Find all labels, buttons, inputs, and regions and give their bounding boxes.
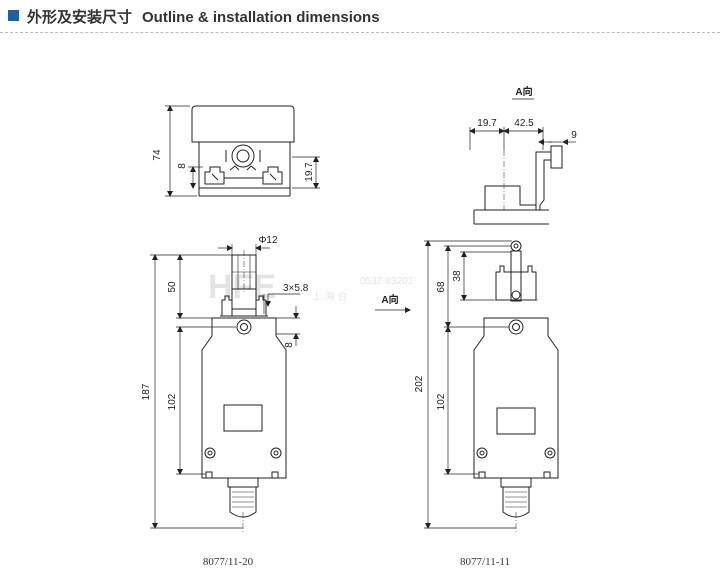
view-a-label: A向 [515,85,532,98]
watermark-company: 上 海 合 [312,290,348,303]
left-dim-8: 8 [284,342,295,348]
left-foot-l [205,471,213,479]
view-a-dim-19-7: 19.7 [477,118,497,129]
left-foot-r [271,471,279,479]
right-screw-bl [476,447,488,459]
title-en: Outline & installation dimensions [142,9,380,26]
top-view-notch-left [229,165,240,171]
top-dim-74: 74 [152,149,163,161]
title-cn: 外形及安装尺寸 [27,9,133,26]
top-view-right-clamp [262,166,283,185]
view-a-dim-42-5: 42.5 [514,118,534,129]
view-a-roller [550,145,563,169]
top-view-hatch-left [211,173,219,181]
watermark: HFE 0532-83201 上 海 合 [208,268,414,306]
right-roller [510,240,522,252]
left-dim-50: 50 [167,281,178,293]
left-top-screw [236,319,252,335]
right-arrow-label: A向 [381,293,398,306]
left-screw-bl [204,447,216,459]
left-screw-br [270,447,282,459]
watermark-phone: 0532-83201 [360,276,414,287]
right-nameplate [496,407,536,435]
left-dim-102: 102 [167,393,178,410]
left-drawing [150,244,300,532]
right-body [473,317,559,479]
top-dim-19-7: 19.7 [304,162,315,182]
header-divider [0,32,720,34]
view-a-lever [535,151,552,211]
right-lever-head [495,265,537,301]
top-view-hub-outer [231,144,255,168]
section-title: 外形及安装尺寸 Outline & installation dimensions [27,6,380,27]
view-a-dim-9: 9 [571,130,577,141]
left-body [201,317,287,479]
right-caption: 8077/11-11 [460,556,510,568]
right-dim-68: 68 [436,281,447,293]
top-view-cover [191,105,295,143]
top-view-notch-right [246,165,257,171]
header-square-icon [8,10,19,21]
right-gland-nut [500,477,532,488]
top-dim-8: 8 [177,163,188,169]
left-nameplate [223,404,263,432]
view-a-body [484,185,537,211]
right-dim-38: 38 [452,270,463,282]
left-dim-3x5-8: 3×5.8 [283,283,309,294]
right-dim-102: 102 [436,393,447,410]
right-drawing [375,240,559,532]
top-view-hatch-right [269,173,277,181]
left-gland-nut [227,477,259,488]
right-lever-arm [510,250,522,302]
left-dim-phi12: Φ12 [258,235,278,246]
left-caption: 8077/11-20 [203,556,254,568]
top-view-hub-inner [236,149,250,163]
right-dim-202: 202 [414,375,425,392]
right-screw-br [544,447,556,459]
right-top-screw [508,319,524,335]
top-view [165,105,320,197]
top-view-left-clamp [204,166,225,185]
section-header: 外形及安装尺寸 Outline & installation dimensions [0,0,720,34]
view-a [469,98,576,225]
left-dim-187: 187 [141,383,152,400]
